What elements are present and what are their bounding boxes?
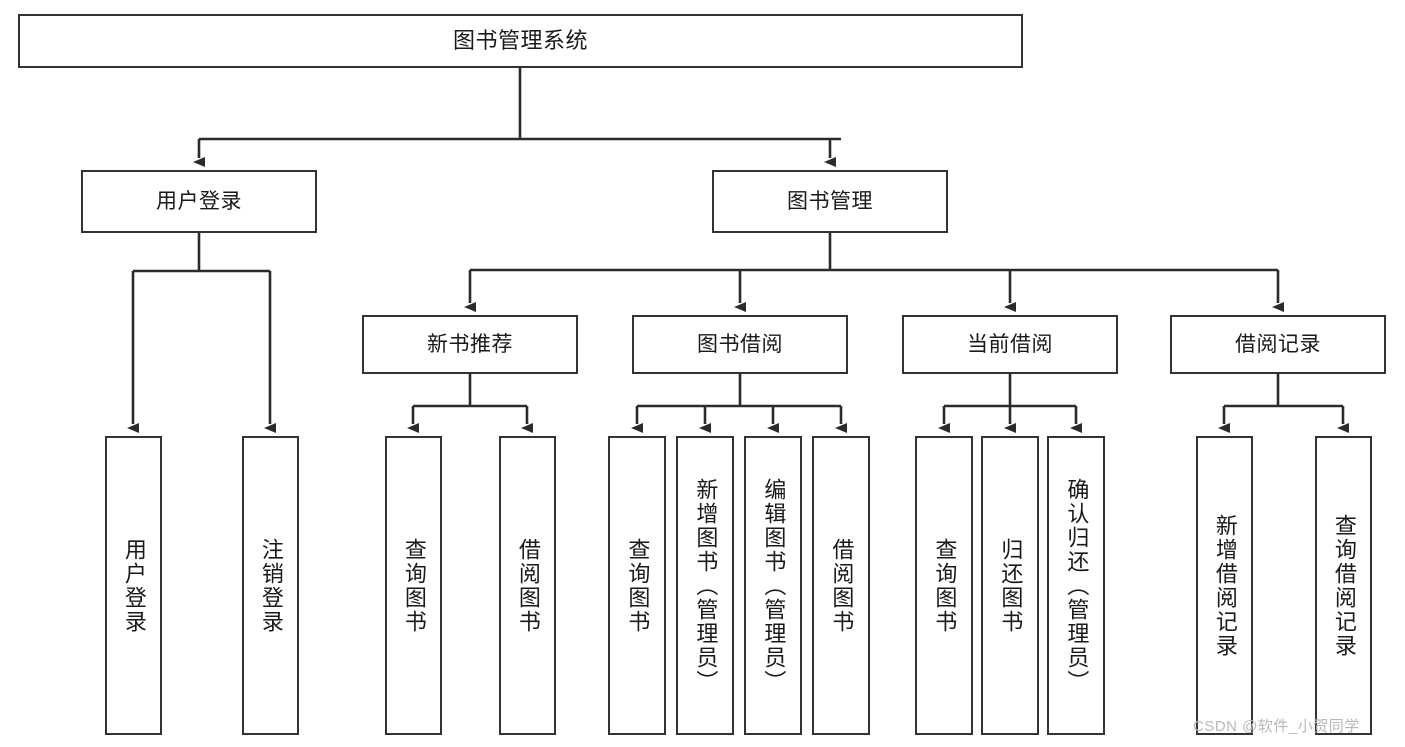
node-label: 当前借阅	[967, 332, 1053, 356]
node-label: 查询借阅记录	[1331, 513, 1357, 658]
node-label: 图书借阅	[697, 332, 783, 356]
leaf-borrow-book-recommend[interactable]: 借阅图书	[499, 436, 556, 735]
node-label: 确认归还（管理员）	[1064, 477, 1090, 694]
node-label: 图书管理	[787, 189, 873, 213]
node-borrow-record[interactable]: 借阅记录	[1170, 315, 1386, 374]
leaf-query-book-current[interactable]: 查询图书	[915, 436, 973, 735]
node-label: 新书推荐	[427, 332, 513, 356]
node-label: 编辑图书（管理员）	[761, 477, 787, 694]
node-label: 新增图书（管理员）	[693, 477, 719, 694]
node-label: 借阅记录	[1235, 332, 1321, 356]
node-label: 借阅图书	[515, 537, 541, 634]
node-user-login[interactable]: 用户登录	[81, 170, 317, 233]
node-label: 查询图书	[401, 537, 427, 634]
leaf-add-borrow-record[interactable]: 新增借阅记录	[1196, 436, 1253, 735]
node-label: 借阅图书	[829, 537, 855, 634]
leaf-add-book-admin[interactable]: 新增图书（管理员）	[676, 436, 734, 735]
node-label: 注销登录	[258, 537, 284, 634]
node-label: 查询图书	[625, 537, 651, 634]
node-new-book-recommend[interactable]: 新书推荐	[362, 315, 578, 374]
node-label: 用户登录	[121, 537, 147, 634]
leaf-user-login[interactable]: 用户登录	[105, 436, 162, 735]
leaf-edit-book-admin[interactable]: 编辑图书（管理员）	[744, 436, 802, 735]
node-label: 查询图书	[932, 537, 958, 634]
leaf-confirm-return-admin[interactable]: 确认归还（管理员）	[1047, 436, 1105, 735]
leaf-user-logout[interactable]: 注销登录	[242, 436, 299, 735]
node-label: 图书管理系统	[452, 27, 588, 53]
leaf-return-book[interactable]: 归还图书	[981, 436, 1039, 735]
node-book-management[interactable]: 图书管理	[712, 170, 948, 233]
csdn-watermark: CSDN @软件_小贺同学	[1193, 718, 1360, 735]
leaf-query-book-recommend[interactable]: 查询图书	[385, 436, 442, 735]
node-root-system[interactable]: 图书管理系统	[18, 14, 1023, 68]
leaf-borrow-book[interactable]: 借阅图书	[812, 436, 870, 735]
node-label: 归还图书	[998, 537, 1024, 634]
node-label: 新增借阅记录	[1212, 513, 1238, 658]
leaf-query-borrow-record[interactable]: 查询借阅记录	[1315, 436, 1372, 735]
node-label: 用户登录	[156, 189, 242, 213]
node-current-borrow[interactable]: 当前借阅	[902, 315, 1118, 374]
leaf-query-book-borrow[interactable]: 查询图书	[608, 436, 666, 735]
node-book-borrow[interactable]: 图书借阅	[632, 315, 848, 374]
